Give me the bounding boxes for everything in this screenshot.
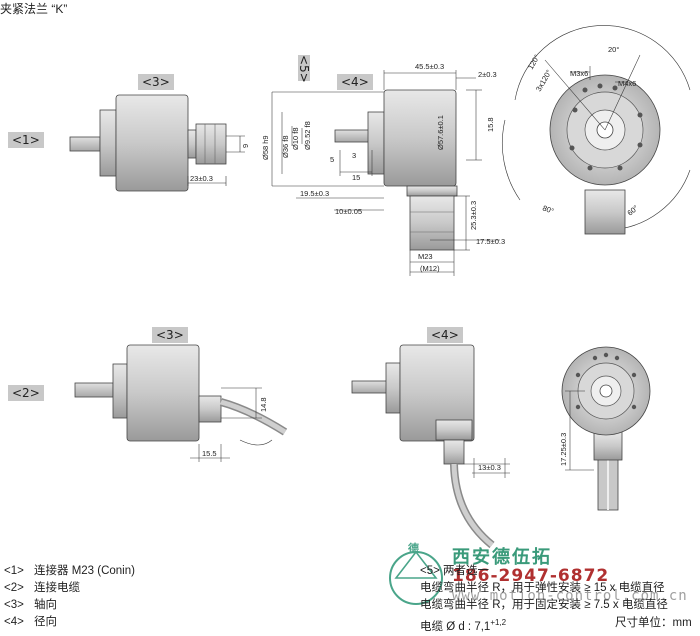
dims-radial-cable — [464, 458, 510, 478]
front-view-cable — [561, 346, 651, 511]
legend-item-3: <3>轴向 — [4, 599, 57, 611]
legend-item-2: <2>连接电缆 — [4, 582, 80, 594]
dim-19-5: 19.5±0.3 — [300, 189, 329, 198]
note-option-5: <5> 两者选一 — [420, 565, 490, 577]
legend-item-1: <1>连接器 M23 (Conin) — [4, 565, 135, 577]
encoder-radial-connector-side — [334, 89, 458, 251]
view-tag-axial-top: <3> — [138, 74, 174, 90]
thread-m4: M4x6 — [618, 79, 636, 88]
dim-9-52: Ø9.52 f8 — [303, 121, 312, 150]
dims-axial-connector — [187, 135, 245, 186]
dim-15: 15 — [352, 173, 360, 182]
dims-axial-cable — [190, 387, 273, 462]
dim-14-8: 14.8 — [259, 397, 268, 412]
dim-9: 9 — [241, 144, 250, 148]
watermark-phone: 186-2947-6872 — [452, 566, 610, 586]
dim-58: Ø58 h9 — [261, 135, 270, 160]
dim-15-8: 15.8 — [486, 117, 495, 132]
view-tag-radial-top: <4> — [337, 74, 373, 90]
dim-10: Ø10 f8 — [291, 127, 300, 150]
page-title: 夹紧法兰 “K” — [0, 2, 68, 16]
dim-m23: M23 — [418, 252, 433, 261]
note-bend-flexible: 电缆弯曲半径 R，用于弹性安装 ≥ 15 x 电缆直径 — [420, 582, 665, 594]
watermark-logo: 德 — [389, 541, 443, 605]
dim-17-5: 17.5±0.3 — [476, 237, 505, 246]
dim-13: 13±0.3 — [478, 463, 501, 472]
note-bend-fixed: 电缆弯曲半径 R，用于固定安装 ≥ 7.5 x 电缆直径 — [420, 599, 668, 611]
encoder-axial-cable — [74, 344, 288, 442]
cable-tolerance: +1,2 — [490, 618, 507, 627]
dim-57-6: Ø57.6±0.1 — [436, 115, 445, 150]
dim-17-25: 17.25±0.3 — [559, 433, 568, 466]
watermark-url: www.motion-control.com.cn — [452, 588, 688, 604]
dim-3: 3 — [352, 151, 356, 160]
legend-item-4: <4>径向 — [4, 616, 57, 628]
angle-3x120: 3x120° — [534, 68, 554, 93]
thread-m3: M3x6 — [570, 69, 588, 78]
watermark-company: 西安德伍拓 — [452, 547, 552, 567]
angle-80: 80° — [541, 203, 555, 215]
view-tag-option-5: <5> — [297, 55, 311, 83]
dim-15-5: 15.5 — [202, 449, 217, 458]
svg-text:德: 德 — [407, 541, 419, 555]
dim-5: 5 — [330, 155, 334, 164]
dim-45-5: 45.5±0.3 — [415, 62, 444, 71]
encoder-radial-cable — [351, 344, 495, 549]
dim-2: 2±0.3 — [478, 70, 497, 79]
view-tag-radial-bottom: <4> — [427, 327, 463, 343]
row-label-1: <1> — [8, 132, 44, 148]
dim-36: Ø36 f8 — [281, 135, 290, 158]
dim-m12: (M12) — [420, 264, 440, 273]
dim-23: 23±0.3 — [190, 174, 213, 183]
flange-front-view — [501, 25, 691, 235]
encoder-axial-connector — [69, 94, 227, 192]
angle-20: 20° — [608, 45, 619, 54]
dim-25-3: 25.3±0.3 — [469, 201, 478, 230]
dim-10-b: 10±0.05 — [335, 207, 362, 216]
angle-60: 60° — [626, 203, 640, 217]
dims-radial-connector — [271, 70, 500, 276]
view-tag-axial-bottom: <3> — [152, 327, 188, 343]
row-label-2: <2> — [8, 385, 44, 401]
legend: <1>连接器 M23 (Conin) <2>连接电缆 <3>轴向 <4>径向 — [4, 563, 135, 631]
angle-120: 120° — [526, 53, 542, 71]
unit-note: 尺寸单位：mm — [615, 617, 692, 629]
notes: <5> 两者选一 电缆弯曲半径 R，用于弹性安装 ≥ 15 x 电缆直径 电缆弯… — [420, 563, 668, 636]
